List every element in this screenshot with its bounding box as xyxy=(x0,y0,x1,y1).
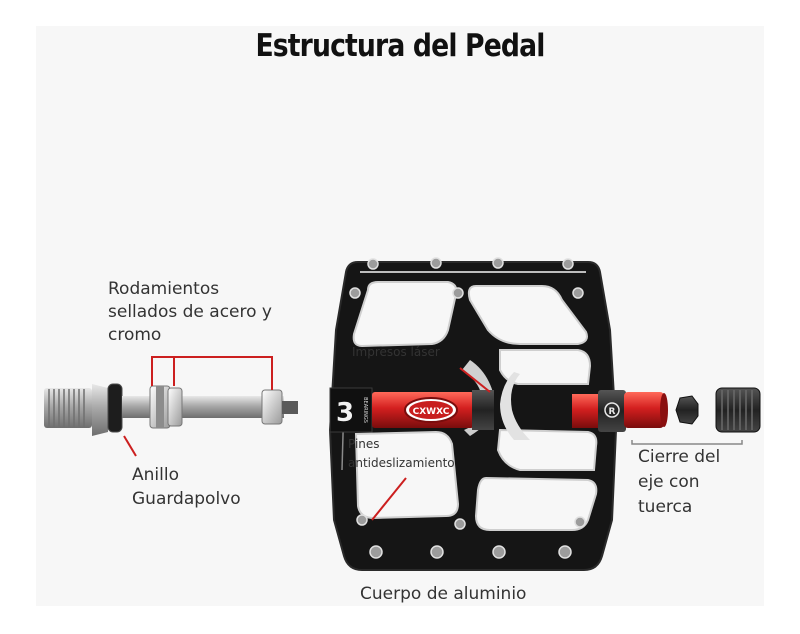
bearings-bracket xyxy=(151,356,273,390)
bearing-2 xyxy=(167,387,183,427)
axle-lock-label-line-1: Cierre del xyxy=(638,447,721,467)
laser-callout xyxy=(459,367,491,393)
bearings-label-line-3: cromo xyxy=(108,325,162,345)
axle-lock-label-line-2: eje con xyxy=(638,472,700,492)
axle-lock-label-line-3: tuerca xyxy=(638,497,693,517)
laser-label: Impresos láser xyxy=(352,345,440,359)
dust-ring-label-line-1: Anillo xyxy=(132,465,179,485)
anti-slip-pins xyxy=(349,257,586,559)
axle-lock-parts xyxy=(675,387,761,433)
end-cap-mark-ring xyxy=(604,402,620,418)
lock-nut xyxy=(675,395,699,425)
bearings-plate: 3 BEARINGS xyxy=(329,387,373,433)
pins-label-line-2: antideslizamiento xyxy=(348,456,455,470)
pins-callout xyxy=(371,477,407,521)
page-title: Estructura del Pedal xyxy=(255,28,545,64)
end-cap-mark: R xyxy=(609,407,616,417)
body-label: Cuerpo de aluminio xyxy=(360,584,527,604)
brand-logo-text: CXWXC xyxy=(413,407,450,417)
callout-lines xyxy=(123,356,491,521)
diagram-canvas: 3 BEARINGS CXWXC R xyxy=(36,26,764,606)
bearing-3 xyxy=(261,389,283,425)
red-axle: CXWXC R xyxy=(372,390,668,432)
pins-label: Pines antideslizamiento xyxy=(348,435,455,473)
bearings-label: Rodamientos sellados de acero y cromo xyxy=(108,278,272,347)
end-cap xyxy=(715,387,761,433)
spindle-assembly xyxy=(44,383,298,436)
dust-ring xyxy=(107,383,123,433)
pedal-structure-diagram: 3 BEARINGS CXWXC R xyxy=(44,257,761,571)
bearings-label-line-1: Rodamientos xyxy=(108,279,220,299)
pins-label-line-1: Pines xyxy=(348,437,380,451)
dust-ring-callout xyxy=(123,435,137,457)
plate-number: 3 xyxy=(336,398,354,428)
dust-ring-label: Anillo Guardapolvo xyxy=(132,463,241,511)
axle-lock-label: Cierre del eje con tuerca xyxy=(638,445,720,520)
bearings-label-line-2: sellados de acero y xyxy=(108,302,272,322)
axle-lock-bracket xyxy=(631,440,743,445)
dust-ring-label-line-2: Guardapolvo xyxy=(132,489,241,509)
plate-text: BEARINGS xyxy=(362,397,368,423)
